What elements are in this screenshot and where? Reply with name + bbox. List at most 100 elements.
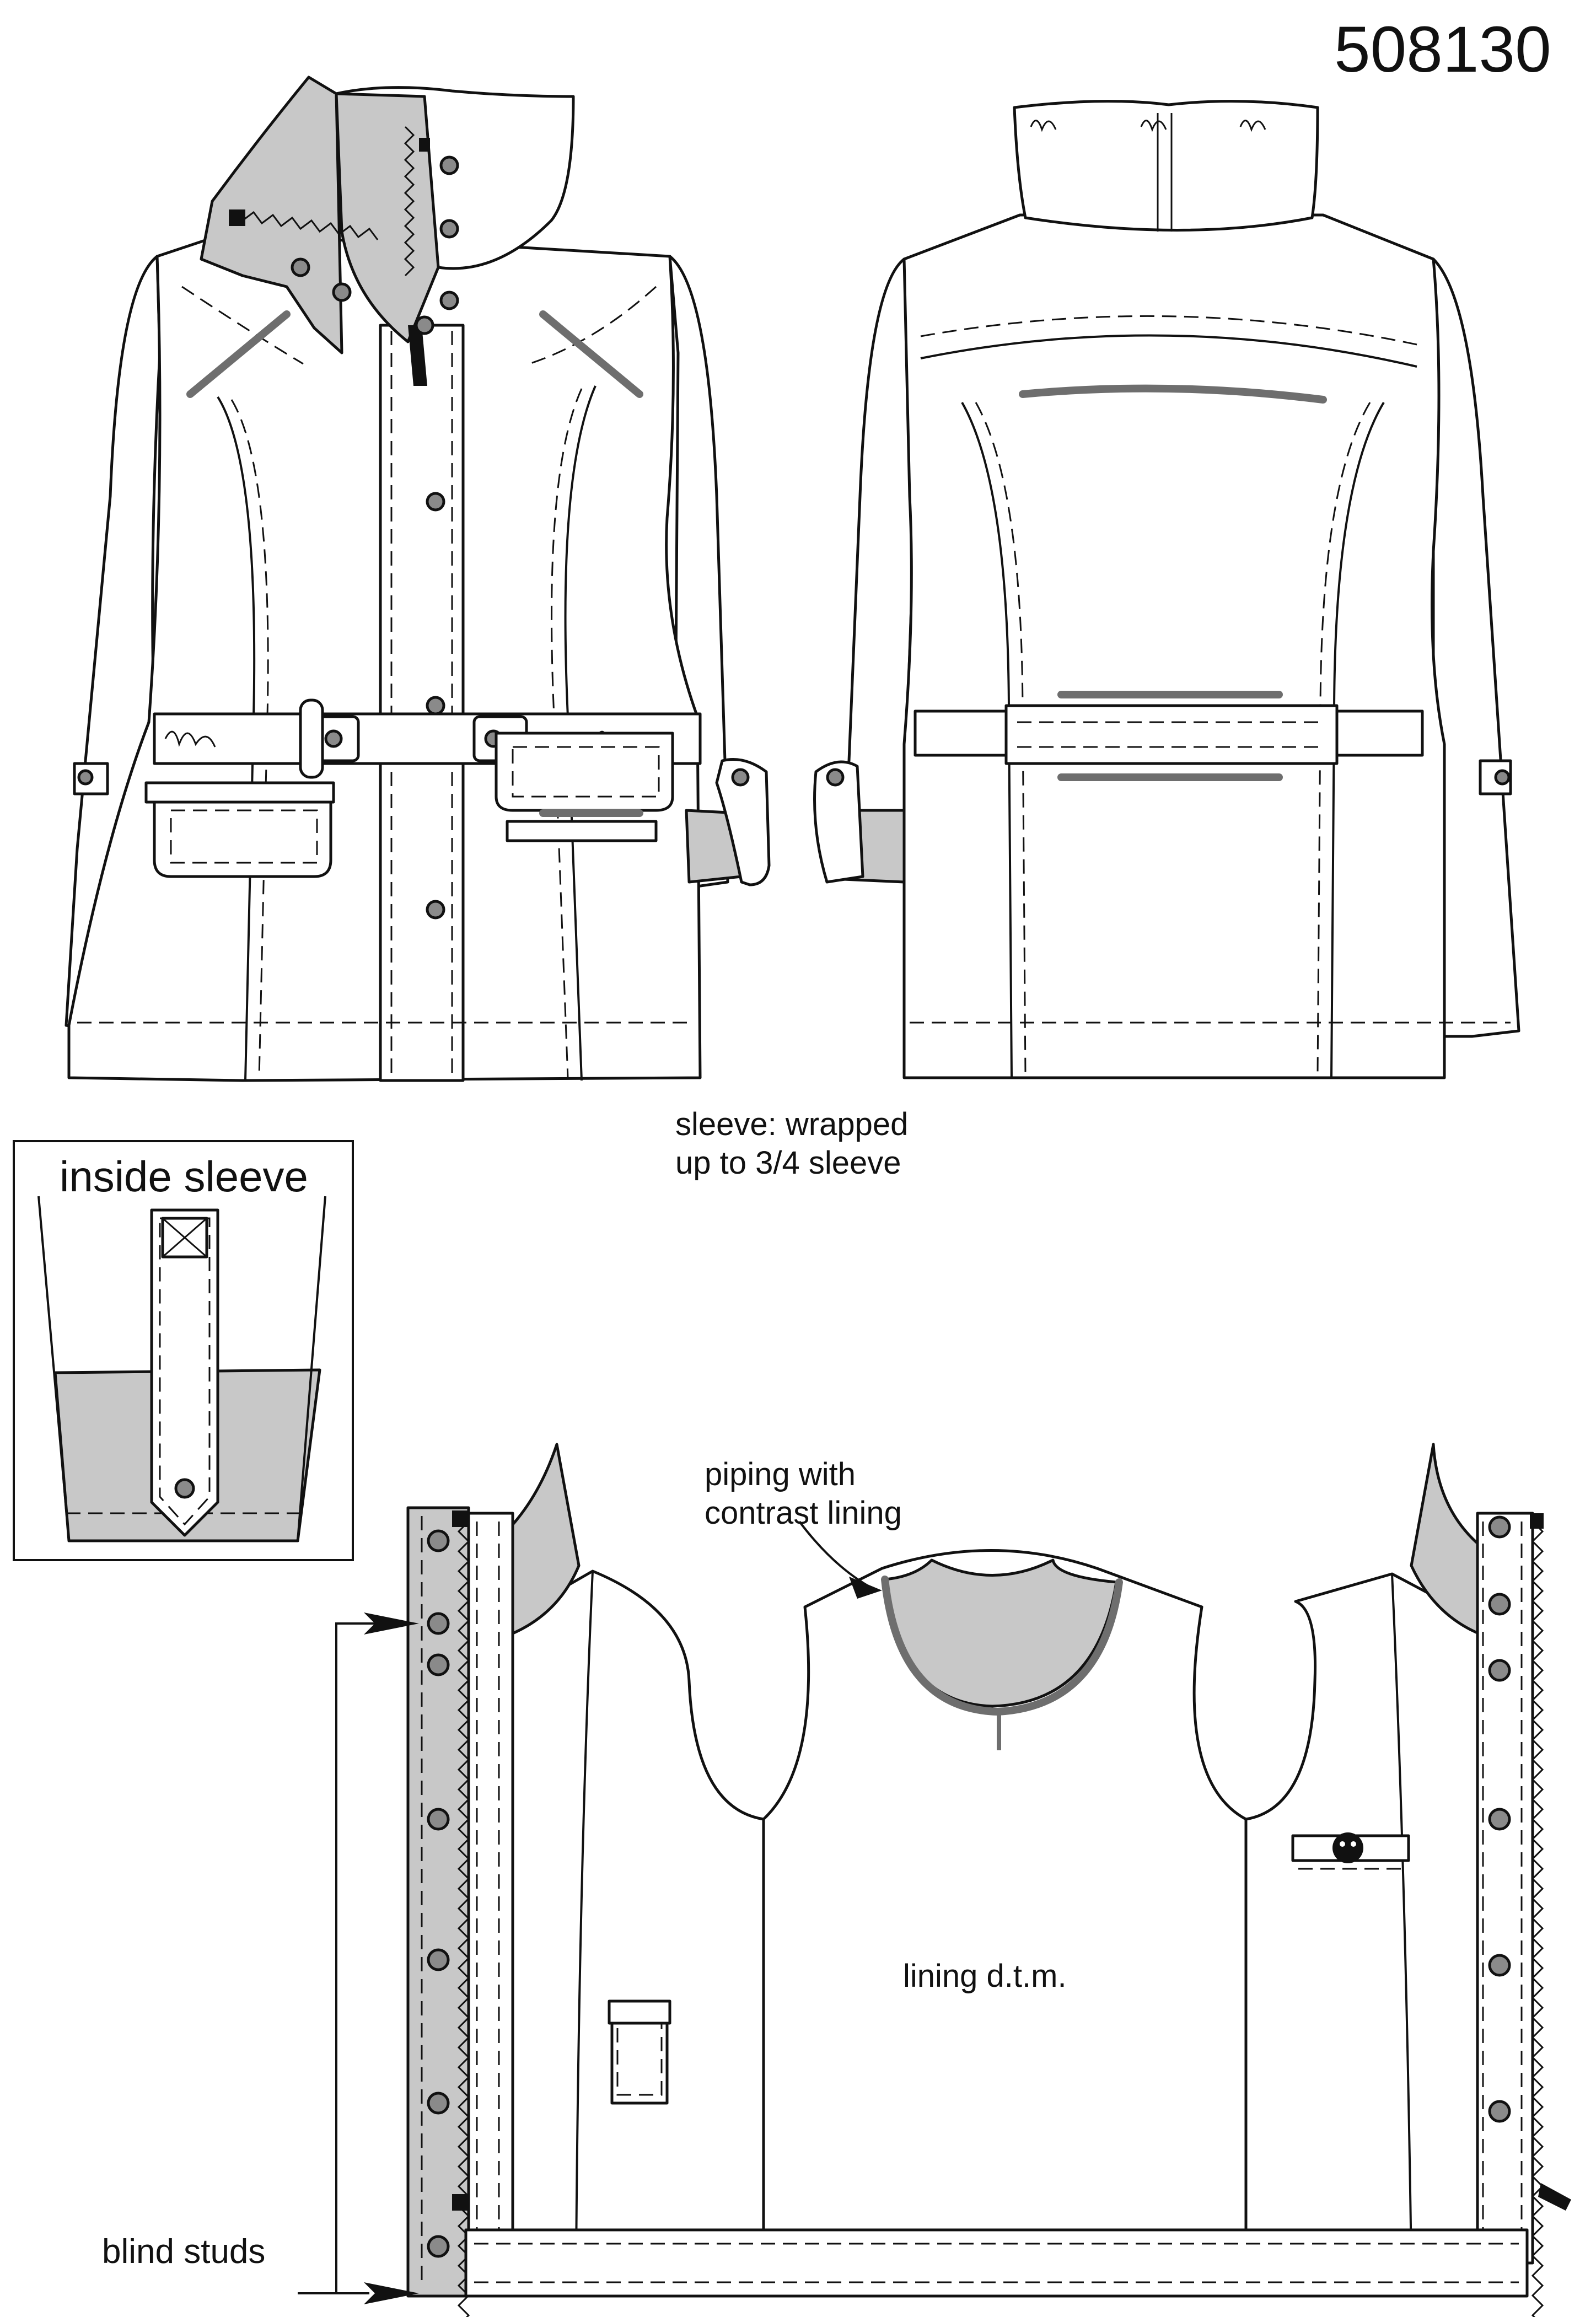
back-left-sleeve-tab <box>813 760 864 884</box>
inside-sleeve-title: inside sleeve <box>60 1152 308 1201</box>
back-collar <box>1013 100 1319 232</box>
front-collar-stud <box>415 315 434 335</box>
back-right-sleeve-tab-stud <box>1494 769 1511 786</box>
front-right-pocket-stitch <box>512 746 660 798</box>
front-collar-stud <box>439 291 459 310</box>
lining-welt-pocket-button-hole <box>1351 1841 1356 1847</box>
back-belt-tab <box>1004 704 1339 765</box>
front-collar-zipper <box>404 126 415 277</box>
lining-right-stud <box>1488 1954 1511 1977</box>
studs-callout-arrow-bottom <box>364 2282 419 2304</box>
inside-sleeve-tab-cross <box>162 1217 207 1258</box>
front-right-pocket <box>495 732 674 812</box>
inside-sleeve-side-right <box>297 1196 326 1541</box>
front-zipper-pull <box>408 325 427 386</box>
inside-sleeve-side-left <box>37 1196 70 1541</box>
front-collar-edge-zipper <box>242 211 379 240</box>
front-right-princess-seam <box>564 385 597 1081</box>
front-left-yoke-stitch <box>181 286 304 365</box>
front-stud <box>426 492 445 512</box>
piping-note-line-2: contrast lining <box>705 1495 902 1531</box>
blind-studs-note: blind studs <box>102 2233 266 2271</box>
studs-callout-arrow-top <box>364 1612 419 1635</box>
back-right-sleeve <box>1432 257 1520 1038</box>
inside-sleeve-tab-stud <box>174 1478 195 1499</box>
lining-view <box>298 1443 1571 2317</box>
back-view <box>813 100 1520 1079</box>
inside-sleeve-detail <box>13 1140 354 1561</box>
lining-right-stud <box>1488 1515 1511 1539</box>
lining-note: lining d.t.m. <box>903 1958 1067 1994</box>
lining-left-stud <box>427 2235 450 2258</box>
front-stud <box>426 696 445 716</box>
back-body-outline <box>902 213 1446 1079</box>
lining-left-stud <box>427 1529 450 1552</box>
lining-left-stud <box>427 1948 450 1971</box>
front-right-yoke-stitch <box>529 286 657 365</box>
front-stud <box>426 900 445 920</box>
lining-right-inner-seam <box>1391 1573 1412 2264</box>
front-right-princess-stitch <box>551 388 583 1078</box>
front-collar-stud <box>291 257 310 277</box>
sleeve-note-line-2: up to 3/4 sleeve <box>675 1144 901 1181</box>
back-right-princess-seam <box>1330 401 1385 1078</box>
front-right-pocket-welt <box>506 820 658 842</box>
studs-callout-leader <box>298 1622 380 2294</box>
front-left-pocket-flap <box>144 781 335 804</box>
lining-right-stud <box>1488 1808 1511 1831</box>
inside-sleeve-tab <box>150 1208 219 1537</box>
front-left-sleeve-tab-stud <box>77 769 94 786</box>
sleeve-note: sleeve: wrapped up to 3/4 sleeve <box>675 1105 908 1182</box>
lining-hem-band <box>464 2228 1529 2298</box>
lining-right-panel <box>1244 1572 1529 2265</box>
front-belt-ring <box>299 698 324 779</box>
front-belt-stud <box>324 729 343 748</box>
front-placket <box>379 324 465 1082</box>
front-right-sleeve-tab-stud <box>731 768 750 787</box>
lining-left-bottom-tab <box>452 2194 467 2211</box>
lining-left-corner-tab <box>452 1510 467 1527</box>
front-collar-stud <box>332 282 352 302</box>
back-right-princess-stitch <box>1316 402 1371 1076</box>
lining-right-zipper-pull <box>1538 2183 1571 2211</box>
back-yoke-seam <box>920 334 1417 368</box>
back-collar-gathers <box>1030 120 1266 132</box>
front-collar-tab <box>229 209 245 226</box>
front-collar-stand <box>335 86 575 270</box>
lining-left-zipper <box>457 1520 470 2317</box>
lining-left-stud <box>427 1653 450 1676</box>
front-collar-inner-grey <box>335 92 440 343</box>
front-collar-stud <box>439 155 459 175</box>
sleeve-note-line-1: sleeve: wrapped <box>675 1106 909 1142</box>
lining-left-stud <box>427 1612 450 1635</box>
lining-right-stud <box>1488 1593 1511 1616</box>
back-left-princess-stitch <box>975 402 1027 1076</box>
lining-right-stud <box>1488 1659 1511 1682</box>
style-number: 508130 <box>1334 13 1551 86</box>
piping-note: piping with contrast lining <box>705 1455 902 1532</box>
lining-center-panel <box>762 1549 1248 2265</box>
front-left-yoke-bar <box>186 310 291 398</box>
front-left-princess-stitch <box>230 399 269 1078</box>
piping-note-line-1: piping with <box>705 1456 856 1492</box>
back-yoke-stitch <box>920 315 1417 346</box>
lining-welt-pocket-button <box>1332 1832 1363 1863</box>
lining-welt-pocket-button-hole <box>1340 1841 1345 1847</box>
back-left-sleeve-tab-stud <box>826 768 845 787</box>
front-left-princess-seam <box>217 396 256 1081</box>
lining-right-facing <box>1476 1512 1534 2265</box>
piping-callout-arrow <box>849 1577 882 1599</box>
front-collar-corner <box>419 138 430 152</box>
lining-phone-pocket-flap <box>608 1999 671 2025</box>
lining-left-stud-strip <box>406 1506 470 2298</box>
lining-right-zipper <box>1531 1520 1544 2317</box>
lining-right-stud <box>1488 2100 1511 2123</box>
lining-left-stud <box>427 1808 450 1831</box>
inside-sleeve-tab-stitch <box>159 1217 211 1526</box>
front-collar-stud <box>439 219 459 239</box>
lining-left-facing <box>461 1512 514 2265</box>
front-right-sleeve-tab <box>715 758 771 886</box>
front-right-yoke-bar <box>539 310 643 398</box>
front-left-pocket <box>153 792 332 878</box>
back-left-princess-seam <box>961 402 1013 1078</box>
